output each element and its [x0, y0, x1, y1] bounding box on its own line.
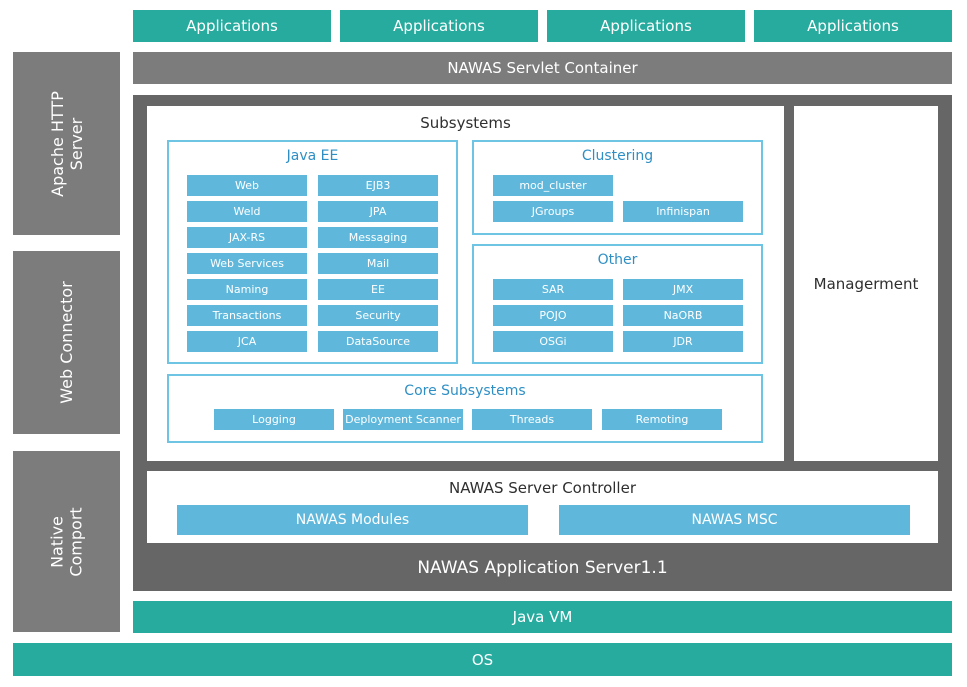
java-ee-title: Java EE: [286, 148, 339, 164]
core-subsystems-box: [167, 374, 763, 443]
other-item-label: OSGi: [539, 335, 567, 348]
applications-block-1: Applications: [133, 10, 331, 42]
management-label: Managerment: [813, 274, 919, 293]
clustering-item: Infinispan: [623, 201, 743, 222]
applications-label: Applications: [600, 17, 692, 35]
java-vm-label: Java VM: [512, 608, 573, 626]
core-subsystem-item-label: Remoting: [635, 413, 689, 426]
applications-block-4: Applications: [754, 10, 952, 42]
other-item-label: SAR: [541, 283, 565, 296]
os-label: OS: [471, 650, 494, 669]
java-ee-item-label: Naming: [225, 283, 269, 296]
java-ee-item: Web: [187, 175, 307, 196]
clustering-item-label: mod_cluster: [519, 179, 587, 192]
management-panel: Managerment: [794, 106, 938, 461]
core-subsystem-item-label: Deployment Scanner: [345, 413, 461, 426]
java-ee-item-label: Mail: [366, 257, 390, 270]
nawas-msc-label: NAWAS MSC: [691, 512, 778, 528]
java-vm-bar: Java VM: [133, 601, 952, 633]
core-subsystem-item: Deployment Scanner: [343, 409, 463, 430]
other-item: SAR: [493, 279, 613, 300]
java-ee-item-label: Web Services: [210, 257, 284, 270]
other-item-label: NaORB: [663, 309, 703, 322]
web-connector-label: Web Connector: [57, 281, 76, 404]
java-ee-item-label: Security: [355, 309, 401, 322]
java-ee-item: JAX-RS: [187, 227, 307, 248]
java-ee-item: EJB3: [318, 175, 438, 196]
core-subsystem-item: Threads: [472, 409, 592, 430]
application-server-label: NAWAS Application Server1.1: [417, 558, 668, 578]
java-ee-item-label: JAX-RS: [228, 231, 266, 244]
clustering-item-label: Infinispan: [656, 205, 710, 218]
servlet-container-bar: NAWAS Servlet Container: [133, 52, 952, 84]
java-ee-item: Naming: [187, 279, 307, 300]
other-item: NaORB: [623, 305, 743, 326]
java-ee-item-label: DataSource: [345, 335, 411, 348]
clustering-item: JGroups: [493, 201, 613, 222]
java-ee-item-label: Messaging: [348, 231, 408, 244]
java-ee-item-label: Transactions: [212, 309, 282, 322]
java-ee-item: DataSource: [318, 331, 438, 352]
java-ee-item: Web Services: [187, 253, 307, 274]
core-subsystem-item-label: Threads: [509, 413, 555, 426]
apache-http-server-block: Apache HTTP Server: [13, 52, 120, 235]
other-item: OSGi: [493, 331, 613, 352]
java-ee-item-label: JCA: [237, 335, 257, 348]
applications-block-2: Applications: [340, 10, 538, 42]
core-subsystem-item: Remoting: [602, 409, 722, 430]
other-item: JDR: [623, 331, 743, 352]
applications-block-3: Applications: [547, 10, 745, 42]
java-ee-item: Transactions: [187, 305, 307, 326]
native-comport-block: Native Comport: [13, 451, 120, 632]
nawas-msc-block: NAWAS MSC: [559, 505, 910, 535]
nawas-modules-block: NAWAS Modules: [177, 505, 528, 535]
native-comport-label: Native Comport: [47, 506, 86, 577]
other-item-label: POJO: [539, 309, 567, 322]
java-ee-item-label: Weld: [233, 205, 261, 218]
os-bar: OS: [13, 643, 952, 676]
web-connector-block: Web Connector: [13, 251, 120, 434]
java-ee-item: Weld: [187, 201, 307, 222]
java-ee-item-label: EJB3: [365, 179, 391, 192]
java-ee-item: JCA: [187, 331, 307, 352]
java-ee-item: Mail: [318, 253, 438, 274]
java-ee-item-label: EE: [371, 283, 385, 296]
nawas-modules-label: NAWAS Modules: [295, 512, 410, 528]
core-subsystem-item: Logging: [214, 409, 334, 430]
other-item-label: JMX: [672, 283, 694, 296]
clustering-item: mod_cluster: [493, 175, 613, 196]
other-item: POJO: [493, 305, 613, 326]
java-ee-item-label: JPA: [369, 205, 387, 218]
applications-label: Applications: [807, 17, 899, 35]
core-subsystems-title: Core Subsystems: [404, 383, 526, 399]
java-ee-item: Security: [318, 305, 438, 326]
applications-label: Applications: [186, 17, 278, 35]
subsystems-title: Subsystems: [420, 114, 511, 132]
clustering-item-label: JGroups: [531, 205, 575, 218]
other-title: Other: [597, 252, 638, 268]
java-ee-item: Messaging: [318, 227, 438, 248]
java-ee-item-label: Web: [235, 179, 259, 192]
java-ee-item: EE: [318, 279, 438, 300]
java-ee-item: JPA: [318, 201, 438, 222]
server-controller-title: NAWAS Server Controller: [449, 479, 636, 497]
clustering-title: Clustering: [581, 148, 654, 164]
other-item-label: JDR: [673, 335, 693, 348]
servlet-container-label: NAWAS Servlet Container: [447, 59, 638, 77]
core-subsystem-item-label: Logging: [252, 413, 296, 426]
applications-label: Applications: [393, 17, 485, 35]
other-item: JMX: [623, 279, 743, 300]
apache-http-server-label: Apache HTTP Server: [47, 90, 86, 197]
